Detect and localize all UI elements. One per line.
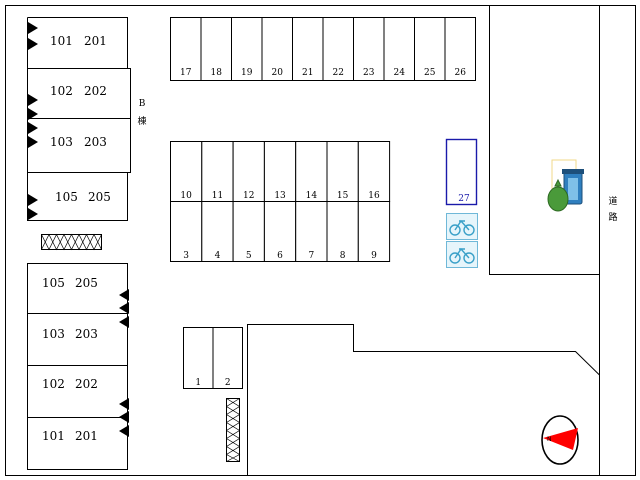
parking-stall-number: 2 [225, 378, 231, 388]
parking-stall-number: 22 [333, 68, 344, 78]
parking-stall [292, 17, 324, 81]
parking-stall-number: 16 [368, 191, 380, 201]
building-a-unit-1f: 105 [55, 190, 78, 204]
parking-stall-number: 17 [180, 68, 192, 78]
building-a-unit-1f: 102 [50, 84, 73, 98]
parking-stall-number: 5 [246, 251, 252, 261]
compass-north-icon: N [541, 415, 579, 465]
parking-stall-number: 3 [183, 251, 189, 261]
parking-stall-number: 1 [195, 378, 201, 388]
parking-stall [357, 201, 391, 262]
building-a-unit-2f: 203 [84, 135, 107, 149]
garbage-icon [547, 159, 584, 212]
parking-stall [231, 17, 263, 81]
building-b-unit-2f: 203 [75, 327, 98, 341]
building-b-unit-2f: 202 [75, 377, 98, 391]
parking-stall-number: 15 [337, 191, 349, 201]
parking-stall [170, 201, 203, 262]
building-a-unit-2f: 202 [84, 84, 107, 98]
parking-stall-special-number: 27 [458, 194, 470, 204]
parking-stall [357, 141, 391, 202]
building-b-unit-2f: 205 [75, 276, 98, 290]
road-label-2: 路 [608, 211, 617, 223]
map-border [5, 5, 636, 476]
building-b [27, 263, 129, 470]
parking-stall-number: 25 [424, 68, 436, 78]
building-b-unit-1f: 105 [42, 276, 65, 290]
parking-stall-number: 26 [455, 68, 467, 78]
parking-stall-number: 12 [243, 191, 254, 201]
building-b-unit-1f: 101 [42, 429, 65, 443]
bicycle-parking-icon [446, 213, 478, 268]
parking-stall [414, 17, 446, 81]
parking-stall-number: 19 [241, 68, 253, 78]
road-label-1: 道 [608, 195, 617, 207]
building-a-unit-1f: 101 [50, 34, 73, 48]
building-a-unit-2f: 205 [88, 190, 111, 204]
building-a-unit-2f: 201 [84, 34, 107, 48]
parking-stall [212, 327, 243, 389]
parking-stall-number: 11 [212, 191, 223, 201]
parking-stall-number: 24 [394, 68, 406, 78]
parking-stall-number: 6 [277, 251, 283, 261]
svg-text:N: N [547, 436, 552, 443]
parking-stall [201, 201, 234, 262]
parking-stall-number: 20 [272, 68, 284, 78]
building-b-unit-2f: 201 [75, 429, 98, 443]
parking-stall [383, 17, 415, 81]
parking-stall-number: 18 [211, 68, 223, 78]
parking-stall-number: 14 [306, 191, 318, 201]
parking-stall [353, 17, 385, 81]
entrance-arrow-icon [28, 22, 38, 220]
parking-stall-number: 7 [308, 251, 314, 261]
bicycle-rack-vertical [225, 398, 241, 462]
parking-stall [170, 17, 202, 81]
parking-stall-number: 9 [371, 251, 377, 261]
parking-stall-number: 4 [215, 251, 221, 261]
building-b-letter: B [139, 99, 146, 109]
parking-stall [263, 201, 297, 262]
parking-stall-number: 10 [180, 191, 192, 201]
parking-stall-number: 13 [274, 191, 286, 201]
building-a-unit-1f: 103 [50, 135, 73, 149]
parking-stall [201, 141, 234, 202]
entrance-arrow-icon [119, 289, 129, 437]
parking-stall [170, 141, 203, 202]
building-a [27, 17, 131, 221]
lot-boundary-upper [489, 6, 600, 275]
building-b-kanji: 棟 [137, 115, 146, 127]
parking-stall [232, 141, 265, 202]
lot-boundary-lower [247, 324, 600, 476]
parking-stall-special [445, 138, 478, 206]
parking-stall [263, 141, 297, 202]
building-b-unit-1f: 103 [42, 327, 65, 341]
parking-stall-number: 8 [340, 251, 346, 261]
bicycle-rack-horizontal [41, 233, 102, 251]
parking-stall-number: 21 [302, 68, 313, 78]
building-b-unit-1f: 102 [42, 377, 65, 391]
parking-stall [232, 201, 265, 262]
parking-stall-number: 23 [363, 68, 375, 78]
parking-stall [295, 201, 328, 262]
parking-stall [444, 17, 476, 81]
